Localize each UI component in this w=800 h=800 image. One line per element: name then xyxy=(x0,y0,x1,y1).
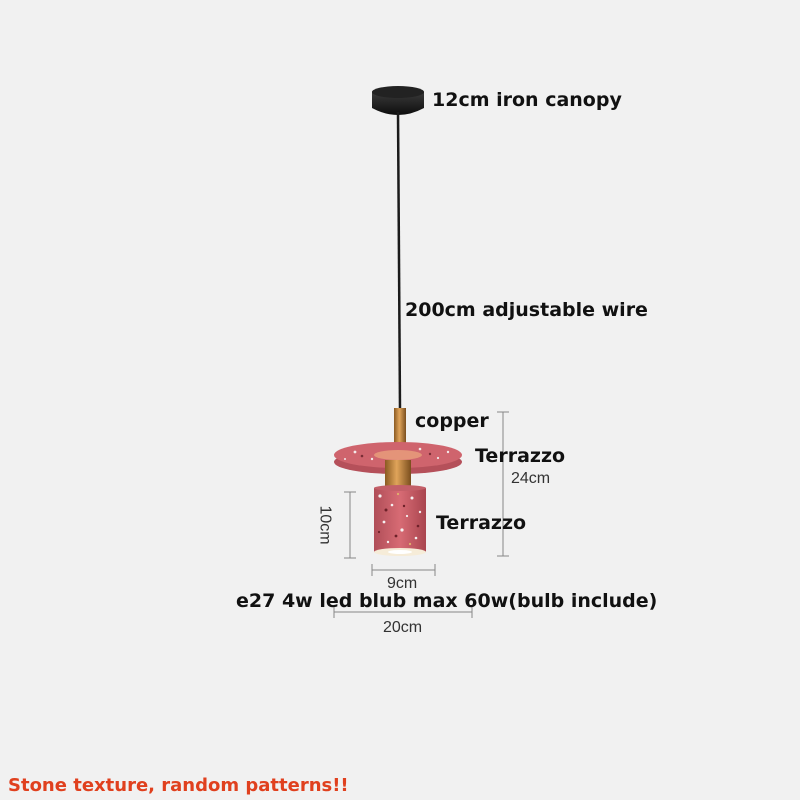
copper-rod xyxy=(394,408,406,450)
texture-notice: Stone texture, random patterns!! xyxy=(8,775,349,796)
copper-label: copper xyxy=(415,410,489,432)
width-body-label: 9cm xyxy=(387,575,418,592)
dimension-lines xyxy=(333,411,509,618)
terrazzo-shade-label: Terrazzo xyxy=(475,445,566,467)
copper-sleeve xyxy=(385,460,411,488)
width-shade-label: 20cm xyxy=(383,619,423,636)
canopy-label: 12cm iron canopy xyxy=(432,89,622,111)
canopy-icon xyxy=(372,86,424,115)
height-body-label: 10cm xyxy=(316,505,334,545)
wire-label: 200cm adjustable wire xyxy=(405,299,648,321)
bulb-spec-label: e27 4w led blub max 60w(bulb include) xyxy=(236,590,658,612)
wire-line xyxy=(396,111,402,411)
terrazzo-body xyxy=(374,485,426,556)
terrazzo-body-label: Terrazzo xyxy=(436,512,527,534)
height-total-label: 24cm xyxy=(511,470,551,487)
